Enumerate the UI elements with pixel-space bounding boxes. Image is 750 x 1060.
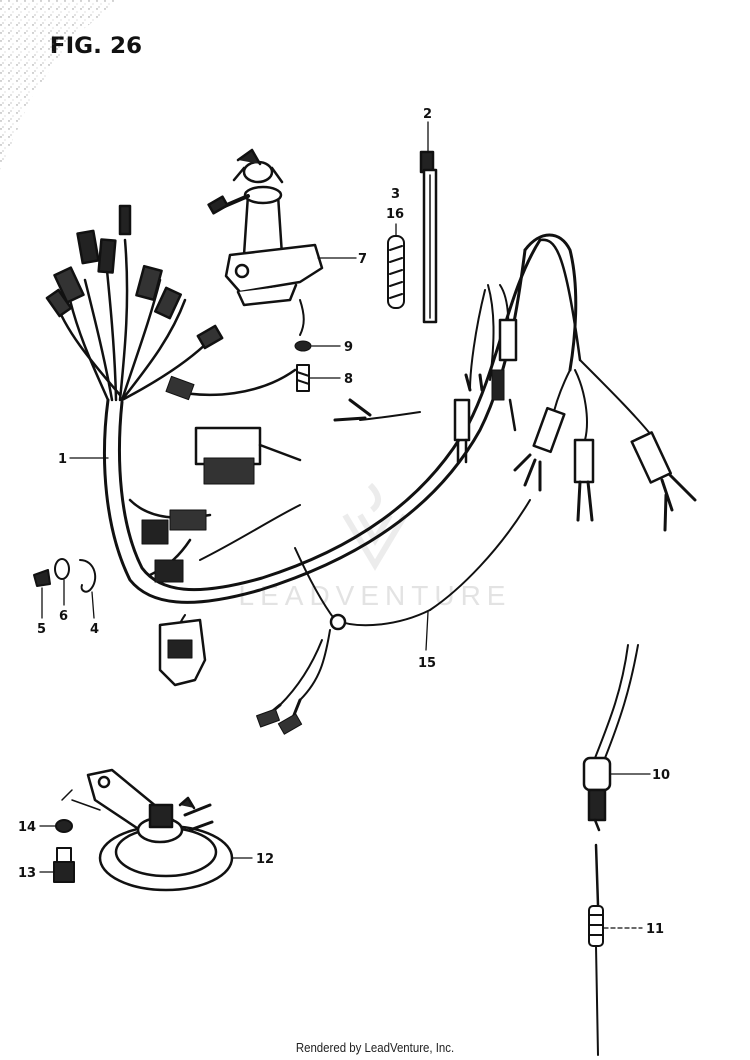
horn-part-12 xyxy=(86,768,234,892)
screw-part-5 xyxy=(33,569,51,587)
branch-wire-part-15 xyxy=(256,499,531,735)
leader-lines xyxy=(39,121,651,929)
callout-10: 10 xyxy=(652,768,670,783)
callout-4: 4 xyxy=(90,622,99,637)
rod-part-2 xyxy=(419,150,438,324)
ignition-switch-part-7 xyxy=(207,148,324,336)
callout-8: 8 xyxy=(344,372,353,387)
callout-3: 3 xyxy=(391,187,400,202)
washer-part-9 xyxy=(294,340,312,352)
callout-1: 1 xyxy=(58,452,67,467)
nut-part-14 xyxy=(55,789,101,833)
callout-9: 9 xyxy=(344,340,353,355)
footer-credit: Rendered by LeadVenture, Inc. xyxy=(295,1040,455,1055)
screw-part-8 xyxy=(296,364,310,392)
bolt-part-13 xyxy=(53,847,75,883)
callout-7: 7 xyxy=(358,252,367,267)
spring-part-3-16 xyxy=(387,235,405,309)
wiring-harness-part-1 xyxy=(45,204,697,687)
rubber-boot-part-11 xyxy=(588,843,604,1056)
cable-switch-part-10 xyxy=(582,644,639,832)
washer-part-6 xyxy=(54,558,70,580)
callout-5: 5 xyxy=(37,622,46,637)
callout-12: 12 xyxy=(256,852,274,867)
callout-6: 6 xyxy=(59,609,68,624)
callout-16: 16 xyxy=(386,207,404,222)
callout-11: 11 xyxy=(646,922,664,937)
callout-14: 14 xyxy=(18,820,36,835)
scan-noise xyxy=(0,0,120,170)
callout-15: 15 xyxy=(418,656,436,671)
callout-13: 13 xyxy=(18,866,36,881)
clip-part-4 xyxy=(79,559,97,593)
callout-2: 2 xyxy=(423,107,432,122)
